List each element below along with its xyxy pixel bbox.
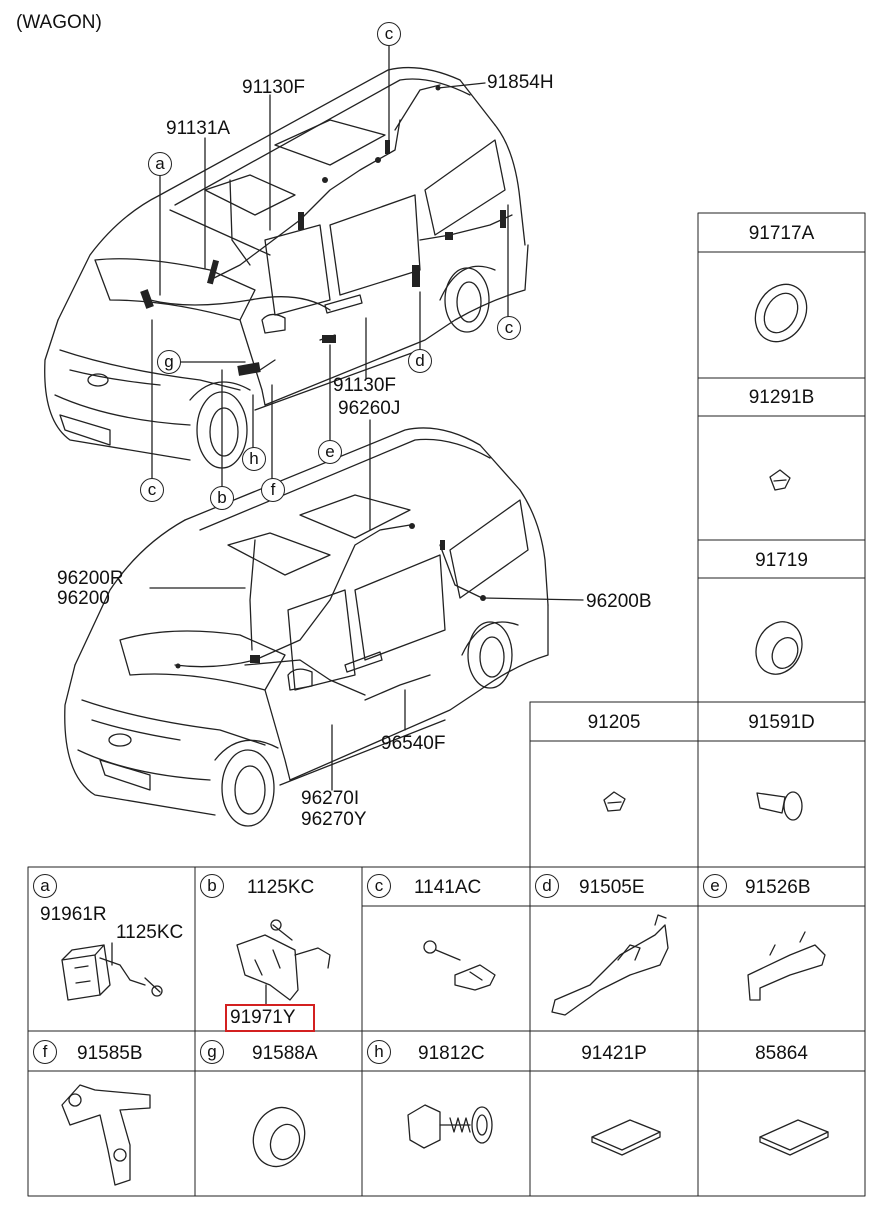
grid-i-part1: 91421P — [581, 1043, 647, 1064]
side-part-91591D: 91591D — [748, 712, 815, 733]
grid-j-part1: 85864 — [755, 1043, 808, 1064]
callout-h: h — [242, 447, 266, 471]
grid-letter-f: f — [33, 1040, 57, 1064]
lower-van-leaders — [149, 419, 584, 791]
part-label-91130F-mid: 91130F — [333, 375, 397, 396]
grid-letter-d: d — [535, 874, 559, 898]
grid-f-part1: 91585B — [77, 1043, 143, 1064]
upper-van-leaders — [151, 45, 509, 487]
callout-c-right: c — [497, 316, 521, 340]
callout-c-bottom: c — [140, 478, 164, 502]
side-part-91291B: 91291B — [748, 387, 815, 408]
part-label-96260J: 96260J — [338, 398, 401, 419]
highlight-box-91971Y — [225, 1004, 315, 1032]
side-part-91719: 91719 — [755, 550, 808, 571]
callout-d: d — [408, 349, 432, 373]
grid-a-part1: 91961R — [40, 904, 107, 925]
lower-van-drawing — [64, 427, 549, 827]
grid-b-part1: 1125KC — [247, 877, 315, 898]
grid-letter-a: a — [33, 874, 57, 898]
side-part-91717A: 91717A — [748, 223, 815, 244]
grid-e-part1: 91526B — [745, 877, 811, 898]
grid-letter-b: b — [200, 874, 224, 898]
grid-h-part1: 91812C — [418, 1043, 485, 1064]
part-label-96270I: 96270I — [301, 788, 360, 809]
grid-b-part2: 91971Y — [230, 1007, 296, 1028]
part-label-91130F-top: 91130F — [242, 77, 306, 98]
grid-c-part1: 1141AC — [414, 877, 482, 898]
variant-label: (WAGON) — [16, 12, 102, 33]
callout-b: b — [210, 486, 234, 510]
part-label-96270Y: 96270Y — [301, 809, 367, 830]
callout-g: g — [157, 350, 181, 374]
part-label-91854H: 91854H — [487, 72, 554, 93]
part-label-91131A: 91131A — [166, 118, 231, 139]
grid-a-part2: 1125KC — [116, 922, 184, 943]
callout-a: a — [148, 152, 172, 176]
grid-letter-g: g — [200, 1040, 224, 1064]
grid-d-part1: 91505E — [579, 877, 645, 898]
part-label-96200: 96200 — [57, 588, 110, 609]
grid-letter-h: h — [367, 1040, 391, 1064]
grid-letter-e: e — [703, 874, 727, 898]
part-label-96200R: 96200R — [57, 568, 124, 589]
callout-c-top: c — [377, 22, 401, 46]
upper-van-drawing — [44, 66, 529, 469]
part-label-96540F: 96540F — [381, 733, 446, 754]
grid-letter-c: c — [367, 874, 391, 898]
side-parts-table — [529, 212, 866, 868]
side-part-91205: 91205 — [587, 712, 641, 733]
callout-f: f — [261, 478, 285, 502]
bottom-grid — [27, 866, 866, 1197]
grid-g-part1: 91588A — [252, 1043, 318, 1064]
part-label-96200B: 96200B — [586, 591, 652, 612]
callout-e: e — [318, 440, 342, 464]
